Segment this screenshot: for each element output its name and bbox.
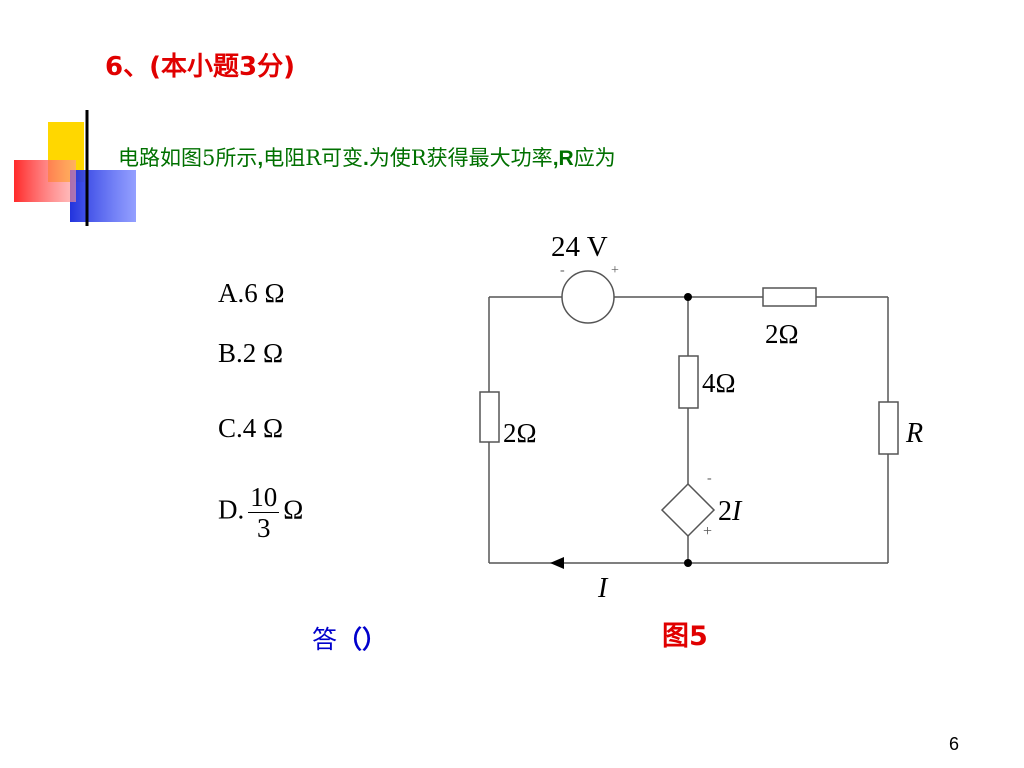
option-d-numerator: 10 [248,482,280,513]
source-plus-sign: + [611,263,619,278]
answer-prompt: 答（） [312,620,387,656]
slide-decoration [14,110,1000,226]
page-number: 6 [949,734,960,754]
resistor-variable-label: R [905,418,923,449]
question-part: , [257,147,264,170]
answer-label: 答 [312,625,338,654]
answer-close-paren: ） [362,625,388,654]
dependent-source-label: 2I [718,496,743,527]
dependent-var: I [731,496,743,527]
option-d-prefix: D. [218,494,245,525]
question-title: 6、(本小题3分) [105,52,295,82]
question-part: . [363,147,369,170]
dependent-plus-sign: + [703,523,712,540]
answer-open-paren: （ [337,625,363,654]
deco-red-square [14,160,76,202]
option-c: C.4 Ω [218,413,284,443]
option-b: B.2 Ω [218,338,284,368]
current-label: I [597,573,609,604]
question-part: 电阻R可变 [263,146,364,170]
question-part: 应为 [573,146,616,170]
resistor-top-right [762,287,817,307]
resistor-left-label: 2Ω [503,418,537,448]
resistor-left [479,391,500,443]
option-a: A.6 Ω [218,278,285,308]
dependent-minus-sign: - [707,471,712,486]
voltage-source [561,270,615,324]
figure-caption: 图5 [662,621,708,652]
resistor-middle-label: 4Ω [702,368,736,398]
question-part: ,R [552,147,574,170]
junction-node-bottom [684,559,692,567]
option-d-unit: Ω [283,494,304,525]
current-arrow [550,557,564,569]
source-minus-sign: - [560,263,565,278]
option-d-denominator: 3 [257,513,271,543]
resistor-variable-r [878,401,899,455]
resistor-middle [678,355,699,409]
question-text: 电路如图5所示,电阻R可变.为使R获得最大功率,R应为 [118,142,616,172]
dependent-coef: 2 [718,496,732,527]
source-label: 24 V [551,231,608,263]
question-part: 为使R获得最大功率 [368,146,553,170]
resistor-top-right-label: 2Ω [765,319,799,349]
question-part: 电路如图5所示 [118,146,258,170]
junction-node-top [684,293,692,301]
